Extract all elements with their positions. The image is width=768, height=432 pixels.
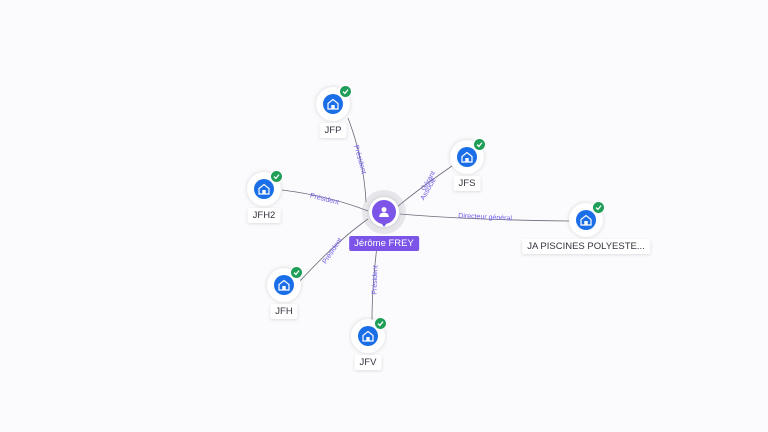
building-icon	[461, 151, 473, 163]
pin-tail	[379, 220, 389, 227]
verified-check-icon	[374, 317, 387, 330]
relation-edge-jfh	[299, 218, 369, 282]
company-icon-button[interactable]	[267, 266, 303, 302]
company-icon-button[interactable]	[316, 85, 352, 121]
relation-label-ja-piscines: Directeur général	[458, 213, 512, 223]
relation-label-jfv: Président	[371, 265, 379, 295]
verified-check-icon	[339, 85, 352, 98]
relation-label-jfp: Président	[352, 144, 367, 174]
company-name[interactable]: JFH2	[247, 208, 281, 223]
relation-edge-jfs	[396, 165, 453, 208]
relation-label-jfh2: Président	[309, 193, 339, 207]
company-name[interactable]: JFV	[354, 355, 382, 370]
person-pin[interactable]	[369, 197, 399, 227]
person-name[interactable]: Jérôme FREY	[349, 236, 419, 251]
building-icon	[258, 183, 270, 195]
user-icon	[379, 207, 389, 217]
verified-check-icon	[592, 201, 605, 214]
company-name[interactable]: JA PISCINES POLYESTE...	[522, 239, 650, 254]
company-name[interactable]: JFH	[270, 304, 298, 319]
company-icon-button[interactable]	[247, 170, 283, 206]
verified-check-icon	[473, 138, 486, 151]
company-name[interactable]: JFP	[319, 123, 347, 138]
company-icon-button[interactable]	[569, 201, 605, 237]
relation-edge-ja-piscines	[399, 213, 571, 222]
company-icon-button[interactable]	[450, 138, 486, 174]
relation-label-jfh: Président	[322, 237, 344, 265]
relation-edge-jfh2	[281, 189, 369, 212]
building-icon	[278, 279, 290, 291]
building-icon	[327, 98, 339, 110]
company-icon-button[interactable]	[351, 317, 387, 353]
verified-check-icon	[290, 266, 303, 279]
building-icon	[580, 214, 592, 226]
building-icon	[362, 330, 374, 342]
company-name[interactable]: JFS	[453, 176, 481, 191]
relation-edge-jfp	[347, 117, 367, 203]
verified-check-icon	[270, 170, 283, 183]
